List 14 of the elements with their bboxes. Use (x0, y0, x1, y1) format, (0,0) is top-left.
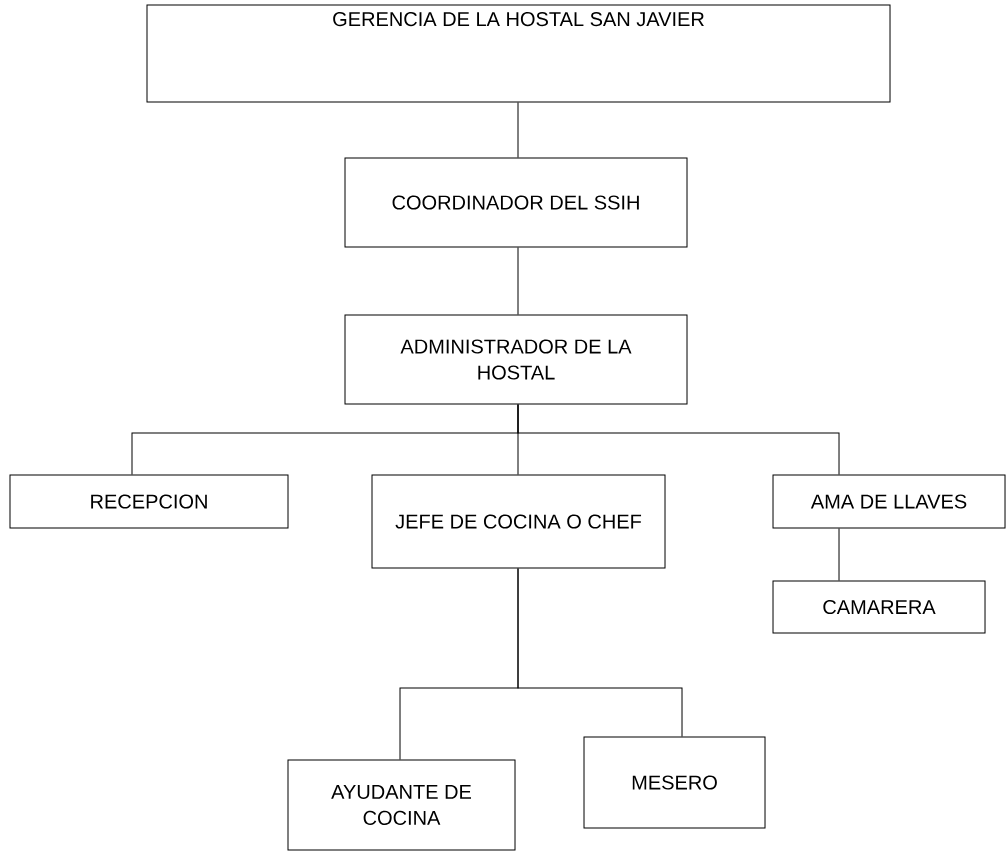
org-box: CAMARERA (772, 580, 986, 634)
org-box: MESERO (583, 736, 766, 829)
org-box: RECEPCION (9, 474, 289, 529)
org-box: AMA DE LLAVES (772, 474, 1006, 529)
org-box: AYUDANTE DE COCINA (287, 759, 516, 851)
connector-line (517, 247, 519, 315)
connector-line (838, 528, 840, 581)
connector-line (517, 568, 683, 737)
org-box: ADMINISTRADOR DE LA HOSTAL (344, 314, 688, 405)
connector-line (517, 404, 840, 475)
org-box: JEFE DE COCINA O CHEF (371, 474, 666, 569)
org-box: GERENCIA DE LA HOSTAL SAN JAVIER (146, 4, 891, 103)
org-box: COORDINADOR DEL SSIH (344, 157, 688, 248)
connector-line (517, 102, 519, 158)
